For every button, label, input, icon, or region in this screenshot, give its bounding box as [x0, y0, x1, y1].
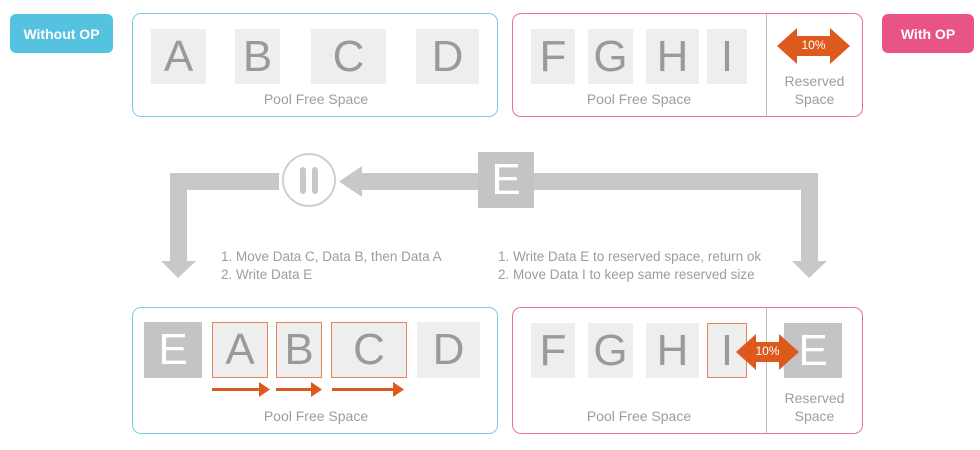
- with-op-step-2: 2. Move Data I to keep same reserved siz…: [498, 267, 755, 282]
- reserved-size-double-arrow-bottom: [736, 334, 799, 370]
- reserved-space-label-line2: Space: [794, 408, 835, 424]
- reserved-space-label-line2: Space: [794, 91, 835, 107]
- pool-free-space-label: Pool Free Space: [263, 91, 369, 107]
- data-block-b: B: [276, 322, 322, 378]
- top-left-pool-panel: A B C D Pool Free Space: [132, 13, 498, 117]
- data-block-a: A: [151, 29, 206, 84]
- reserved-percent-label-top: 10%: [801, 38, 826, 52]
- new-data-block-e: E: [144, 322, 202, 378]
- reserved-space-label-line1: Reserved: [784, 390, 845, 406]
- right-flow-arrow: [533, 173, 827, 278]
- data-block-d: D: [417, 322, 480, 378]
- incoming-data-block-e: E: [478, 152, 534, 208]
- e-to-pause-arrow: [339, 166, 480, 197]
- left-flow-arrow: [161, 173, 279, 278]
- move-arrow-a: [212, 382, 270, 397]
- with-op-steps: 1. Write Data E to reserved space, retur…: [498, 248, 761, 284]
- data-block-g: G: [588, 323, 633, 378]
- reserved-space-label-line1: Reserved: [784, 73, 845, 89]
- without-op-step-1: 1. Move Data C, Data B, then Data A: [221, 249, 442, 264]
- move-arrow-b: [276, 382, 322, 397]
- reserved-divider: [766, 308, 767, 433]
- top-right-pool-panel: F G H I Pool Free Space Reserved Space: [512, 13, 863, 117]
- without-op-badge: Without OP: [10, 14, 113, 53]
- data-block-a: A: [212, 322, 268, 378]
- bottom-left-pool-panel: E A B C D Pool Free Space: [132, 307, 498, 434]
- pool-free-space-label: Pool Free Space: [586, 91, 692, 107]
- reserved-size-double-arrow-top: [777, 28, 850, 64]
- data-block-h: H: [646, 29, 699, 84]
- with-op-step-1: 1. Write Data E to reserved space, retur…: [498, 249, 762, 264]
- without-op-steps: 1. Move Data C, Data B, then Data A 2. W…: [221, 248, 442, 284]
- data-block-i: I: [707, 29, 747, 84]
- reserved-divider: [766, 14, 767, 116]
- data-block-c: C: [331, 322, 407, 378]
- data-block-f: F: [531, 323, 575, 378]
- pool-free-space-label: Pool Free Space: [263, 408, 369, 424]
- data-block-h: H: [646, 323, 699, 378]
- pool-free-space-label: Pool Free Space: [586, 408, 692, 424]
- reserved-percent-label-bottom: 10%: [755, 344, 780, 358]
- data-block-f: F: [531, 29, 575, 84]
- move-arrow-c: [332, 382, 404, 397]
- data-block-b: B: [235, 29, 280, 84]
- data-block-c: C: [311, 29, 386, 84]
- without-op-step-2: 2. Write Data E: [221, 267, 313, 282]
- data-block-d: D: [416, 29, 479, 84]
- pause-icon: [282, 153, 336, 207]
- with-op-badge: With OP: [882, 14, 974, 53]
- data-block-g: G: [588, 29, 633, 84]
